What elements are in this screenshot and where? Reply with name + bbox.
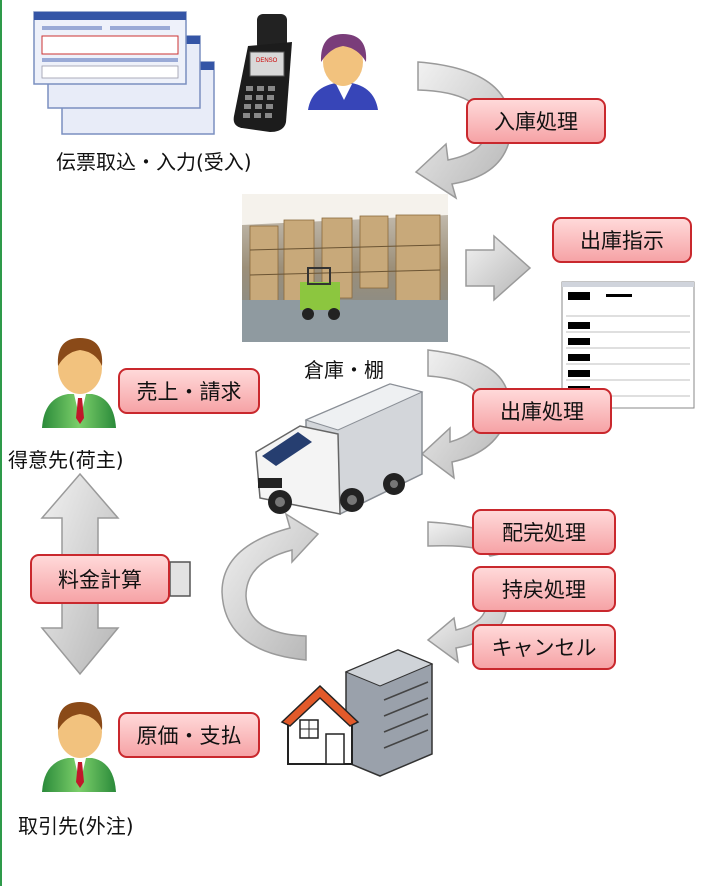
warehouse-label: 倉庫・棚 (304, 358, 384, 382)
supplier-person-icon (42, 702, 116, 792)
slip-forms-icon (33, 11, 215, 135)
return-flow-arrow (221, 512, 320, 661)
operator-icon (308, 34, 378, 110)
client-label: 得意先(荷主) (8, 448, 124, 472)
warehouse-photo (242, 194, 448, 342)
return-button[interactable]: 持戻処理 (472, 566, 616, 612)
page-edge-line (0, 0, 2, 886)
receiving-button[interactable]: 入庫処理 (466, 98, 606, 144)
picking-list-icon (561, 281, 695, 409)
fee-calc-button[interactable]: 料金計算 (30, 554, 170, 604)
slip-input-label: 伝票取込・入力(受入) (56, 150, 252, 174)
client-person-icon (42, 338, 116, 428)
shipping-instruction-button[interactable]: 出庫指示 (552, 217, 692, 263)
delivery-complete-button[interactable]: 配完処理 (472, 509, 616, 555)
shipping-button[interactable]: 出庫処理 (472, 388, 612, 434)
cancel-button[interactable]: キャンセル (472, 624, 616, 670)
instruction-arrow (465, 234, 532, 302)
sales-billing-button[interactable]: 売上・請求 (118, 368, 260, 414)
fee-connector (169, 561, 191, 597)
truck-icon (255, 383, 424, 515)
cost-payment-button[interactable]: 原価・支払 (118, 712, 260, 758)
svg-text:DENSO: DENSO (256, 58, 278, 64)
buildings-icon (280, 649, 434, 777)
handheld-scanner-icon: DENSO (233, 14, 292, 132)
supplier-label: 取引先(外注) (18, 814, 134, 838)
